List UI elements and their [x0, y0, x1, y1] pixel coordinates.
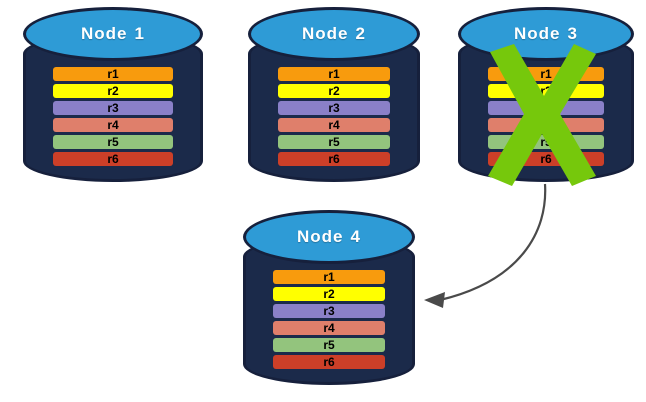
row-list: r1 r2 r3 r4 r5 r6	[53, 67, 173, 166]
row-bar[interactable]: r5	[273, 338, 385, 352]
row-bar[interactable]: r3	[278, 101, 390, 115]
node-title: Node 1	[81, 24, 145, 44]
row-bar[interactable]: r4	[278, 118, 390, 132]
arrowhead-icon	[424, 292, 445, 308]
row-bar[interactable]: r6	[53, 152, 173, 166]
node-number: 4	[350, 227, 361, 246]
row-bar[interactable]: r1	[278, 67, 390, 81]
row-list: r1 r2 r3 r4 r5 r6	[273, 270, 385, 369]
node-number: 3	[567, 24, 578, 43]
row-bar[interactable]: r6	[273, 355, 385, 369]
node-1[interactable]: Node 1 r1 r2 r3 r4 r5 r6	[23, 7, 203, 182]
node-label: Node	[81, 24, 128, 43]
node-label: Node	[514, 24, 561, 43]
cylinder-top: Node 2	[248, 7, 420, 61]
row-bar[interactable]: r3	[53, 101, 173, 115]
node-title: Node 3	[514, 24, 578, 44]
node-number: 2	[355, 24, 366, 43]
node-4[interactable]: Node 4 r1 r2 r3 r4 r5 r6	[243, 210, 415, 385]
row-list: r1 r2 r3 r4 r5 r6	[488, 67, 604, 166]
node-title: Node 2	[302, 24, 366, 44]
row-bar[interactable]: r5	[278, 135, 390, 149]
cylinder-top: Node 1	[23, 7, 203, 61]
row-bar[interactable]: r2	[278, 84, 390, 98]
row-bar[interactable]: r1	[273, 270, 385, 284]
row-bar[interactable]: r5	[53, 135, 173, 149]
row-bar[interactable]: r1	[488, 67, 604, 81]
row-bar[interactable]: r3	[488, 101, 604, 115]
row-bar[interactable]: r2	[53, 84, 173, 98]
row-list: r1 r2 r3 r4 r5 r6	[278, 67, 390, 166]
cylinder-top: Node 4	[243, 210, 415, 264]
node-title: Node 4	[297, 227, 361, 247]
row-bar[interactable]: r6	[488, 152, 604, 166]
node-3[interactable]: Node 3 r1 r2 r3 r4 r5 r6	[458, 7, 634, 182]
cylinder-top: Node 3	[458, 7, 634, 61]
row-bar[interactable]: r1	[53, 67, 173, 81]
node-label: Node	[302, 24, 349, 43]
row-bar[interactable]: r4	[273, 321, 385, 335]
row-bar[interactable]: r5	[488, 135, 604, 149]
connector-node3-to-node4	[439, 183, 547, 302]
node-label: Node	[297, 227, 344, 246]
row-bar[interactable]: r2	[273, 287, 385, 301]
row-bar[interactable]: r3	[273, 304, 385, 318]
row-bar[interactable]: r4	[53, 118, 173, 132]
row-bar[interactable]: r2	[488, 84, 604, 98]
node-number: 1	[134, 24, 145, 43]
row-bar[interactable]: r6	[278, 152, 390, 166]
row-bar[interactable]: r4	[488, 118, 604, 132]
node-2[interactable]: Node 2 r1 r2 r3 r4 r5 r6	[248, 7, 420, 182]
